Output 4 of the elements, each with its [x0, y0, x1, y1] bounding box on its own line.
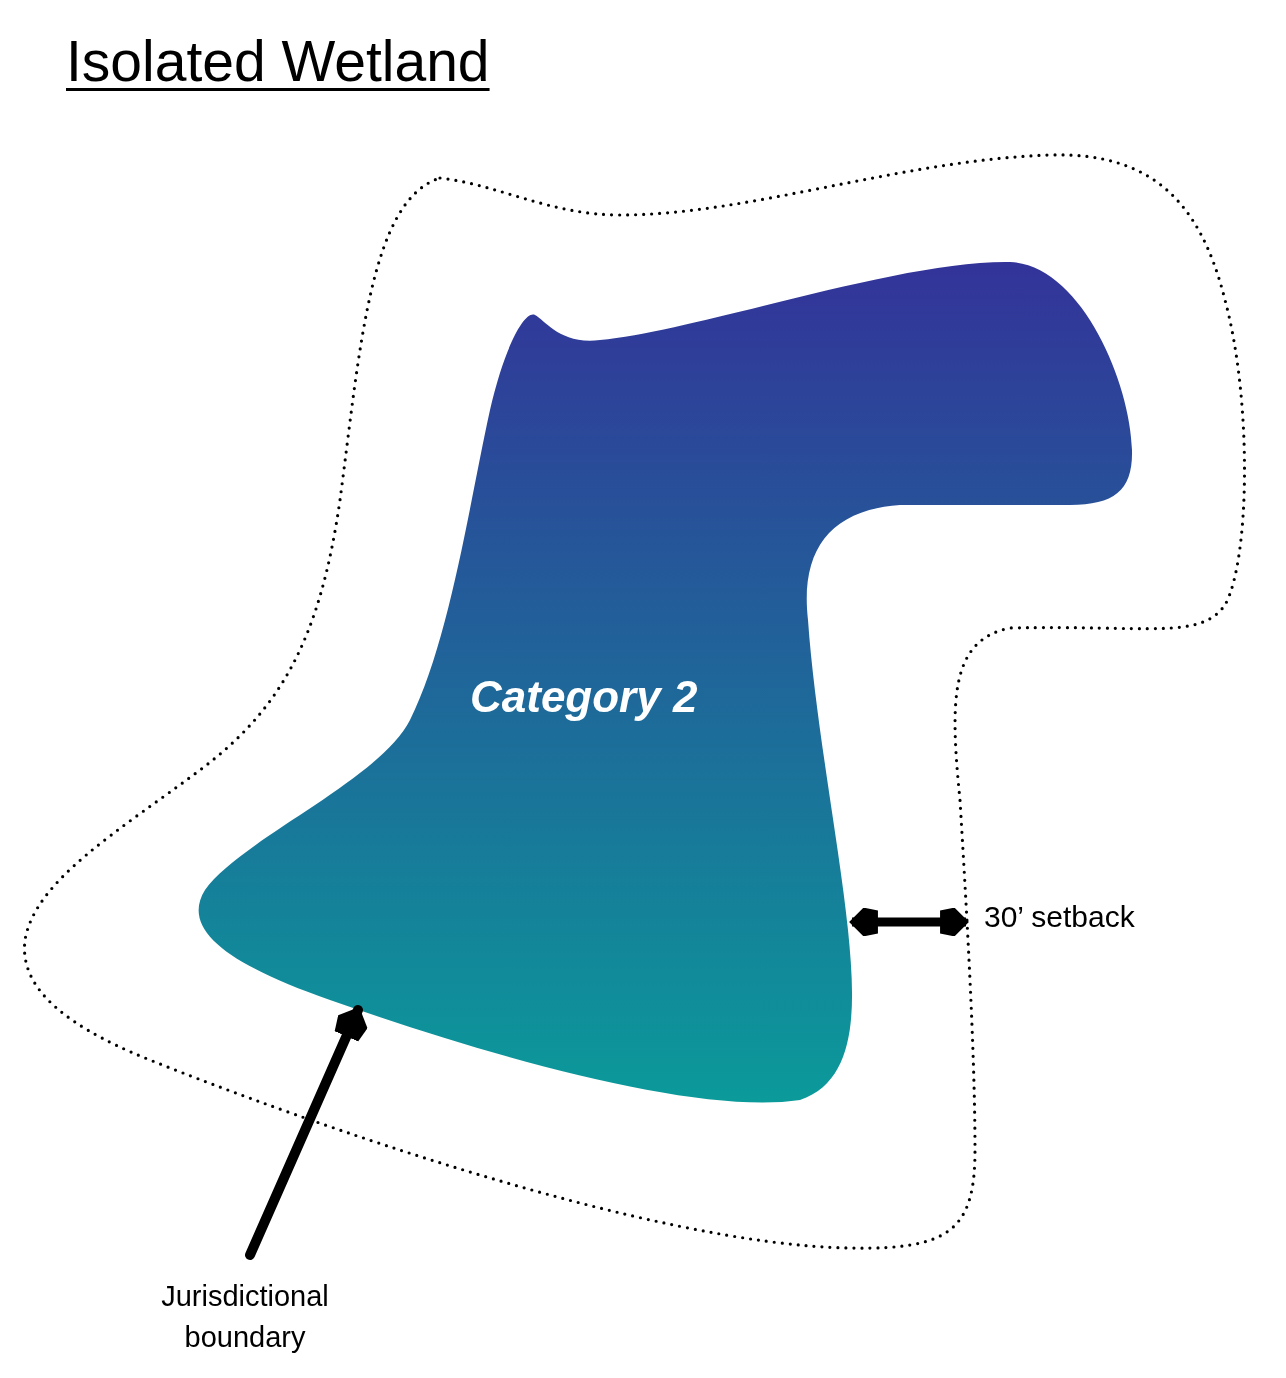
callout-text: Jurisdictional boundary: [160, 1279, 330, 1355]
diagram-title: Isolated Wetland: [66, 28, 490, 94]
dimension-label: 30’ setback: [984, 900, 1135, 934]
area-label: Category 2: [470, 672, 699, 722]
